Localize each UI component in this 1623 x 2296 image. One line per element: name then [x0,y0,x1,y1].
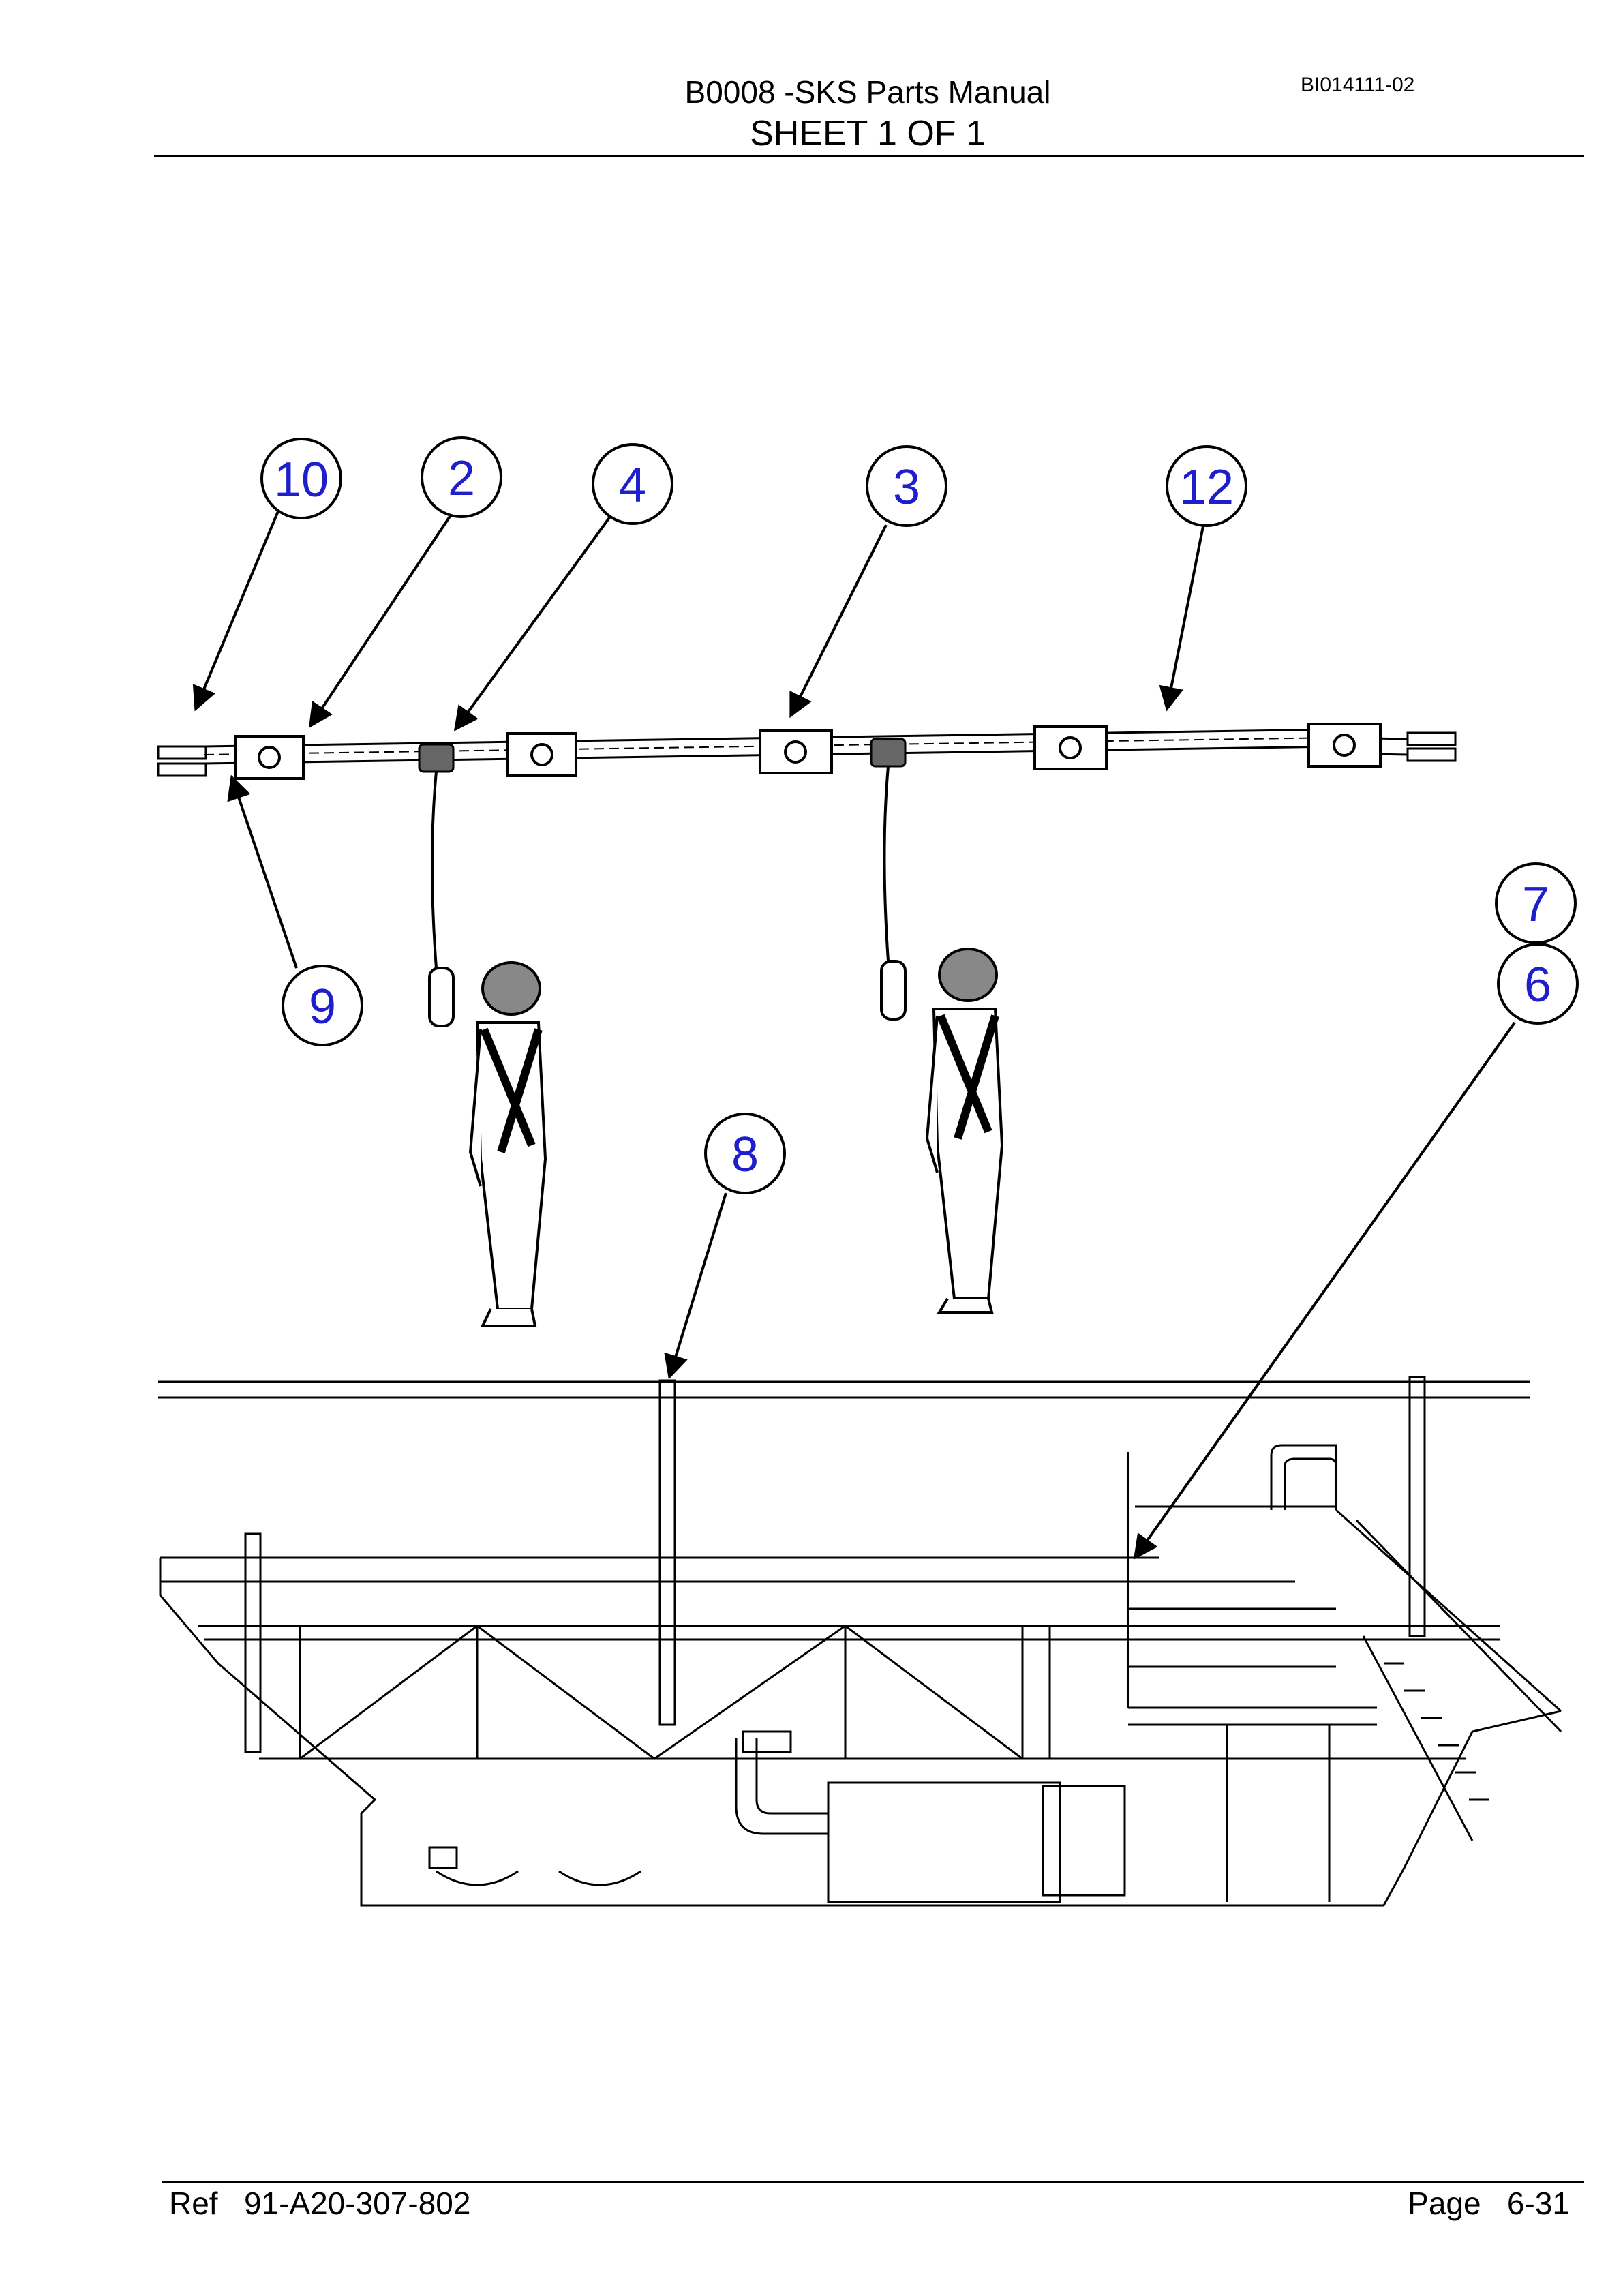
callout-leaders [192,510,1516,1560]
lanyards [428,766,907,1027]
svg-text:9: 9 [309,980,336,1034]
footer-page: Page 6-31 [1408,2185,1570,2222]
worker-figure-right [925,948,1004,1314]
svg-text:6: 6 [1524,958,1551,1012]
page-number: 6-31 [1506,2186,1570,2221]
svg-text:10: 10 [274,453,329,507]
ref-number: 91-A20-307-802 [243,2186,471,2221]
manual-title: B0008 -SKS Parts Manual [684,74,1051,110]
callout-4: 4 [592,443,673,525]
footer-reference: Ref 91-A20-307-802 [169,2185,470,2222]
svg-text:12: 12 [1179,460,1234,515]
callout-12: 12 [1166,445,1247,527]
footer-rule [162,2181,1584,2183]
callout-9: 9 [282,965,363,1046]
svg-text:7: 7 [1522,877,1549,932]
document-code: BI014111-02 [1301,74,1415,96]
machine-structure [158,1376,1562,1907]
worker-figure-left [468,961,547,1327]
header-rule [154,155,1584,157]
svg-text:3: 3 [893,460,920,515]
callout-7: 7 [1495,862,1577,944]
sheet-label: SHEET 1 OF 1 [750,114,986,153]
callout-3: 3 [866,445,947,527]
page-label: Page [1408,2186,1481,2221]
svg-text:4: 4 [619,458,646,513]
callout-10: 10 [260,438,342,519]
rail-brackets [234,723,1382,780]
svg-text:8: 8 [731,1128,759,1182]
ref-label: Ref [169,2186,218,2221]
svg-text:2: 2 [448,451,475,506]
callout-8: 8 [704,1113,786,1194]
callout-balloons: 10 2 4 3 12 9 7 6 [260,436,1579,1194]
trolley-shuttles [418,738,907,773]
callout-2: 2 [421,436,502,518]
callout-6: 6 [1497,943,1579,1025]
